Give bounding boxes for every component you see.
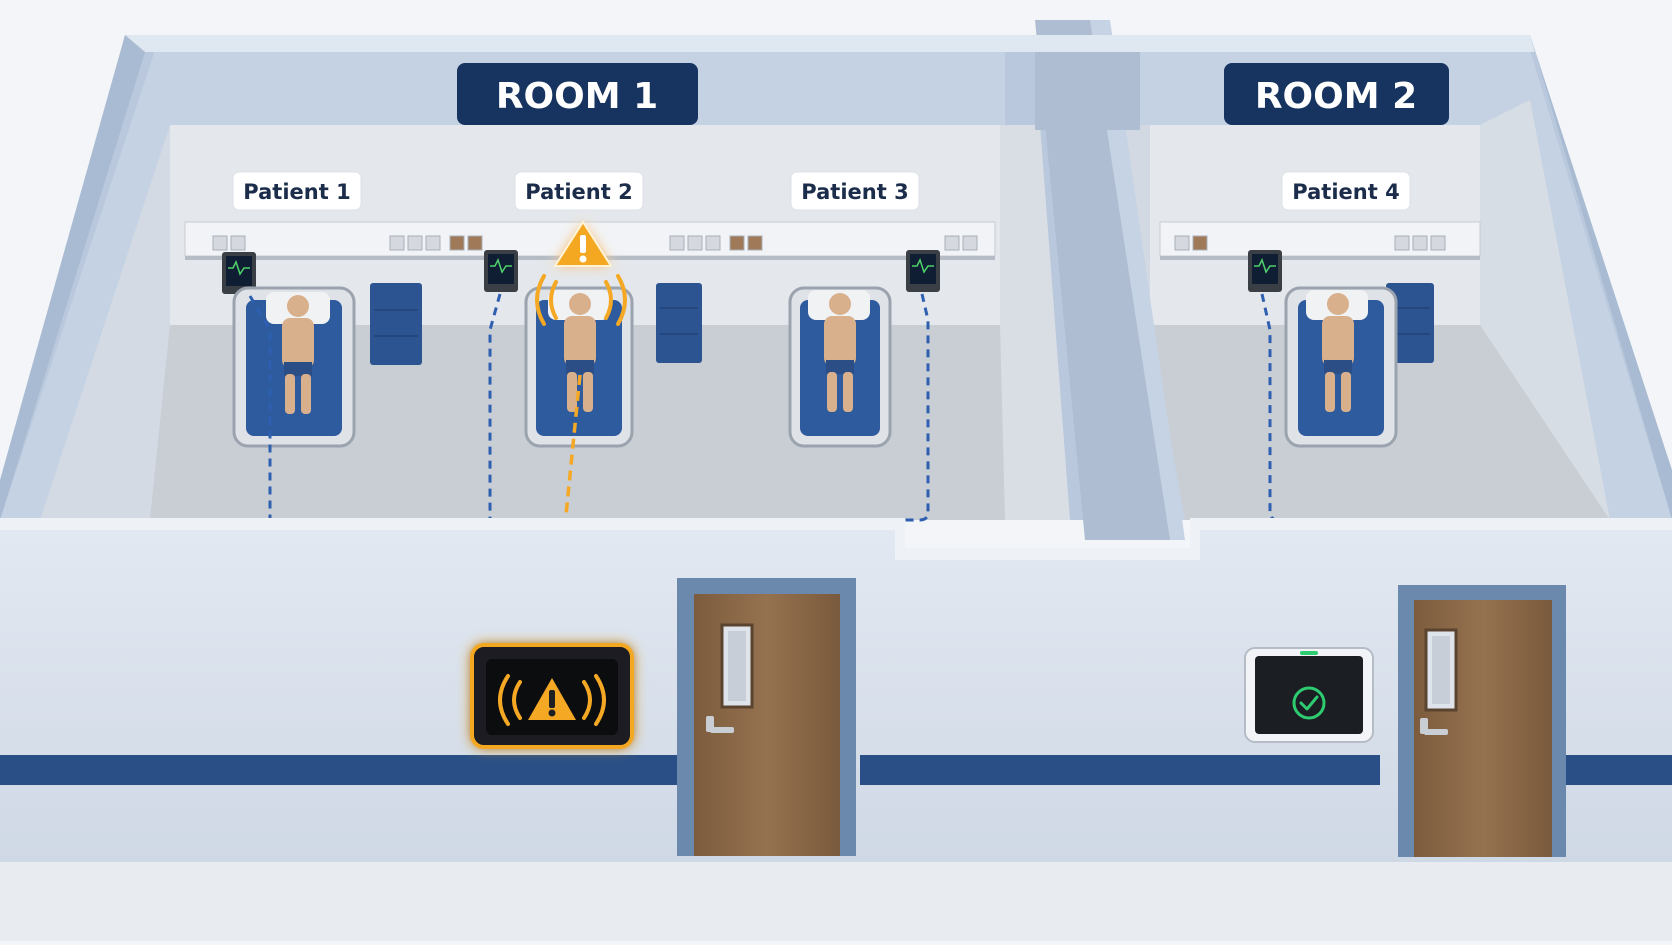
svg-text:Patient 2: Patient 2 [525,180,632,204]
hallway-stripe [0,755,1672,785]
room-1-door[interactable] [677,578,856,856]
room-1-label: ROOM 1 [457,63,698,125]
patient-1-label: Patient 1 [232,171,362,211]
svg-text:Patient 1: Patient 1 [243,180,350,204]
dividing-wall [1035,20,1185,540]
patient-2-alarm-waves-icon [535,274,627,326]
wall-rim-room-2 [1100,35,1535,52]
vital-monitor-2 [484,250,518,292]
bedside-cabinet-2 [656,283,702,363]
bed-patient-2 [524,286,634,448]
vital-monitor-4 [1248,250,1282,292]
patient-2-label: Patient 2 [514,171,644,211]
panel-check-circle-icon [1292,686,1326,720]
svg-text:Patient 4: Patient 4 [1292,180,1399,204]
svg-text:ROOM 2: ROOM 2 [1255,76,1417,117]
vital-monitor-3 [906,250,940,292]
svg-text:Patient 3: Patient 3 [801,180,908,204]
room-1-alert-panel[interactable] [470,643,634,749]
wall-rim-room-1 [125,35,1100,52]
patient-3-label: Patient 3 [790,171,920,211]
patient-4-label: Patient 4 [1281,171,1411,211]
vital-monitor-1 [222,252,256,294]
room-2-door[interactable] [1398,585,1566,857]
room-2-status-panel[interactable] [1244,647,1374,743]
bed-patient-1 [232,286,356,448]
svg-text:ROOM 1: ROOM 1 [496,76,658,117]
wall-rim-left [0,35,145,520]
bed-patient-3 [788,286,892,448]
wall-outlets [212,235,1446,251]
panel-alarm-waves-icon [498,674,606,726]
patient-2-warning-icon [554,221,612,267]
room-2-label: ROOM 2 [1224,63,1449,125]
bedside-cabinet-1 [370,283,422,365]
panel-warning-icon [528,678,576,720]
bed-patient-4 [1284,286,1398,448]
